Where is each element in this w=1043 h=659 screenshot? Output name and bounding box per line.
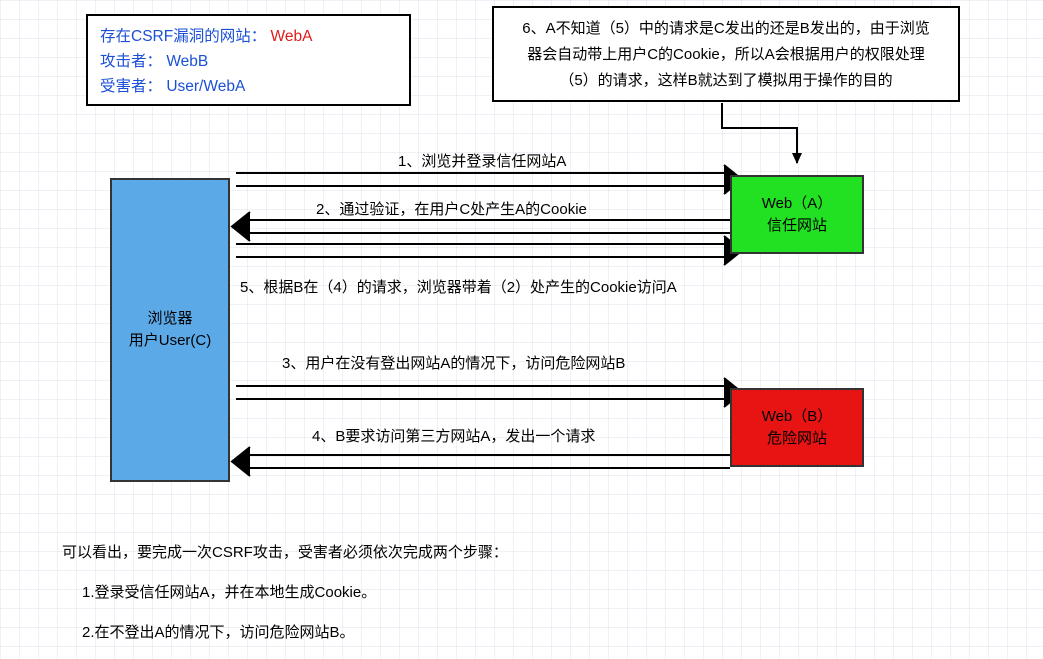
note-line-2: 器会自动带上用户C的Cookie，所以A会根据用户的权限处理 (527, 46, 925, 63)
legend-label-2: 攻击者： (100, 53, 163, 70)
legend-line-2: 攻击者： WebB (100, 49, 399, 74)
legend-value-2: WebB (166, 53, 209, 70)
legend-label-1: 存在CSRF漏洞的网站： (100, 28, 267, 45)
node-web-b: Web（B） 危险网站 (730, 388, 864, 467)
legend-line-1: 存在CSRF漏洞的网站： WebA (100, 24, 399, 49)
legend-value-1: WebA (270, 28, 313, 45)
conclusion-step-1: 1.登录受信任网站A，并在本地生成Cookie。 (82, 584, 377, 601)
conclusion-intro: 可以看出，要完成一次CSRF攻击，受害者必须依次完成两个步骤： (62, 544, 508, 561)
node-web-a-line-2: 信任网站 (766, 216, 827, 234)
conclusion-step-2: 2.在不登出A的情况下，访问危险网站B。 (82, 624, 355, 641)
flow-label-1: 1、浏览并登录信任网站A (398, 153, 567, 170)
note-line-3: （5）的请求，这样B就达到了模拟用于操作的目的 (559, 72, 893, 89)
legend-value-3: User/WebA (166, 78, 246, 95)
note-line-1: 6、A不知道（5）中的请求是C发出的还是B发出的，由于浏览 (522, 20, 930, 37)
node-browser-line-2: 用户User(C) (128, 332, 212, 349)
node-browser: 浏览器 用户User(C) (110, 178, 230, 482)
node-browser-line-1: 浏览器 (147, 310, 193, 327)
note-to-web-a-arrow (721, 103, 802, 164)
flow-label-4: 4、B要求访问第三方网站A，发出一个请求 (312, 428, 596, 445)
node-web-a: Web（A） 信任网站 (730, 175, 864, 254)
flow-label-3: 3、用户在没有登出网站A的情况下，访问危险网站B (282, 355, 626, 372)
note-box-step-6: 6、A不知道（5）中的请求是C发出的还是B发出的，由于浏览 器会自动带上用户C的… (492, 6, 960, 102)
flow-label-5: 5、根据B在（4）的请求，浏览器带着（2）处产生的Cookie访问A (240, 279, 677, 296)
flow-label-2: 2、通过验证，在用户C处产生A的Cookie (316, 201, 587, 218)
node-web-b-line-2: 危险网站 (766, 429, 827, 447)
node-web-b-line-1: Web（B） (761, 407, 833, 425)
legend-label-3: 受害者： (100, 78, 163, 95)
legend-box: 存在CSRF漏洞的网站： WebA 攻击者： WebB 受害者： User/We… (86, 14, 411, 106)
node-web-a-line-1: Web（A） (761, 194, 833, 212)
legend-line-3: 受害者： User/WebA (100, 74, 399, 99)
